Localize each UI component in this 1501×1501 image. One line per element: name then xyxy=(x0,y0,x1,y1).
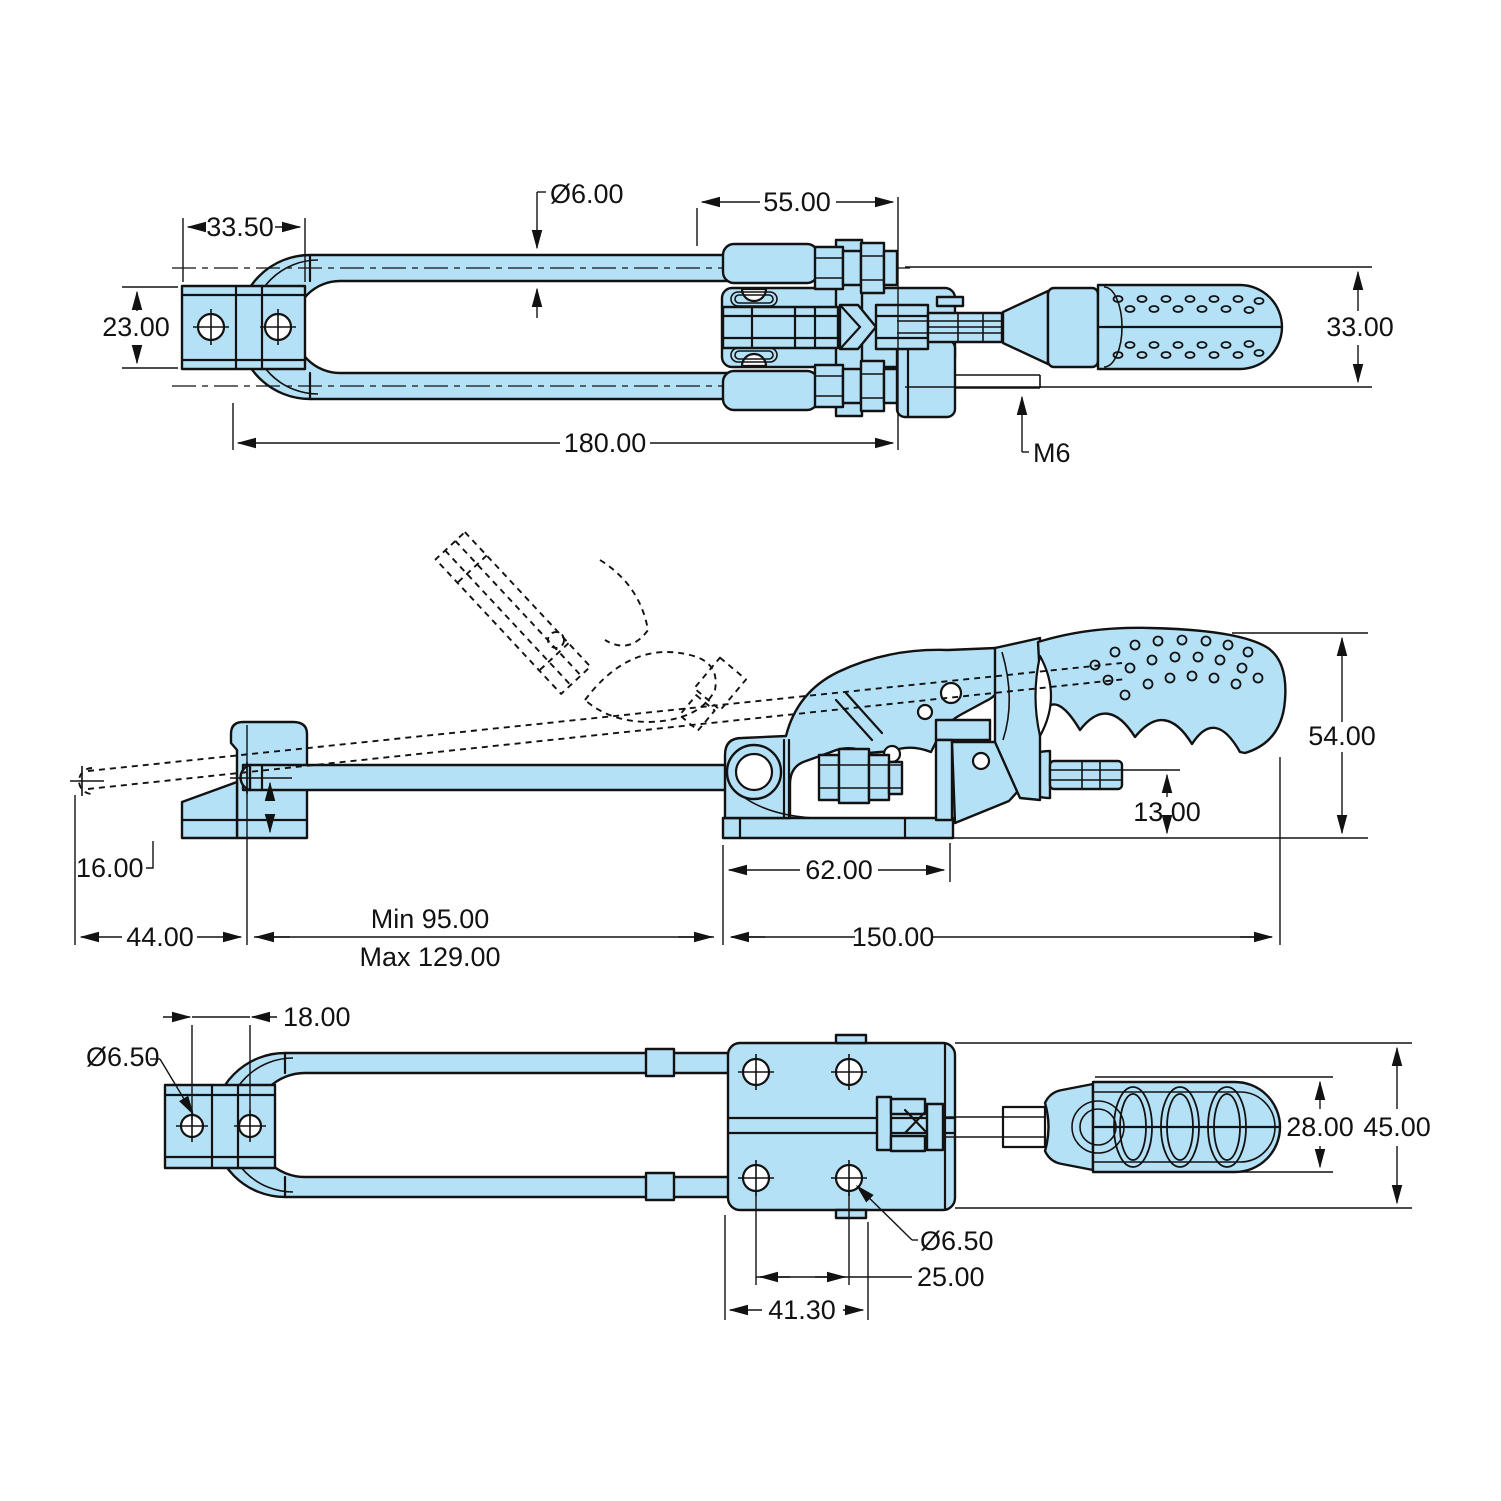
bottom-view-dimensions: 18.00 Ø6.50 28.00 45.00 Ø6.50 25.00 41.3… xyxy=(86,1002,1431,1325)
handle-socket-bottom-view xyxy=(1043,1082,1095,1172)
dim-base-hole-spacing: 25.00 xyxy=(917,1262,985,1292)
rod-centerlines xyxy=(172,267,912,387)
dim-total-length: 180.00 xyxy=(564,428,647,458)
handle-socket-side-view xyxy=(993,636,1042,802)
spindle-nuts-side-view xyxy=(817,747,904,805)
dim-base-width: 45.00 xyxy=(1363,1112,1431,1142)
dim-reach-min: Min 95.00 xyxy=(371,904,490,934)
dim-keeper-offset: 44.00 xyxy=(126,922,194,952)
adjust-spindle-side-view xyxy=(1048,759,1124,791)
hex-nuts-bottom-rod xyxy=(813,359,899,413)
handle-grip-side-view xyxy=(1036,626,1287,755)
handle-socket-top-view xyxy=(1001,289,1050,366)
dim-thread-size: M6 xyxy=(1033,438,1071,468)
dim-rod-diameter: Ø6.00 xyxy=(550,179,624,209)
draw-bar-side-view xyxy=(241,763,732,792)
dim-spindle-height: 13.00 xyxy=(1133,797,1201,827)
dim-hole-dia-left: Ø6.50 xyxy=(86,1042,160,1072)
dim-body-total: 150.00 xyxy=(852,922,935,952)
top-view-dimensions: 33.50 Ø6.00 55.00 23.00 33.00 180.00 M6 xyxy=(102,179,1394,468)
dim-bracket-width: 23.00 xyxy=(102,312,170,342)
latch-catch-side-view xyxy=(934,718,1021,825)
hex-nuts-top-rod xyxy=(813,241,899,295)
grip-dimples-top-view xyxy=(1112,295,1265,359)
linkage-bottom-view xyxy=(875,1095,1047,1153)
dim-base-hole-offset: 41.30 xyxy=(768,1295,836,1325)
phantom-open-position xyxy=(70,531,1127,796)
dim-shackle-offset: 33.50 xyxy=(206,212,274,242)
bottom-view: 18.00 Ø6.50 28.00 45.00 Ø6.50 25.00 41.3… xyxy=(86,1002,1431,1325)
dim-body-length: 55.00 xyxy=(763,187,831,217)
side-view: 54.00 13.00 16.00 44.00 Min 95.00 Max 12… xyxy=(70,531,1376,972)
dim-base-length: 62.00 xyxy=(805,855,873,885)
dim-keeper-height: 16.00 xyxy=(76,853,144,883)
dim-handle-width: 33.00 xyxy=(1326,312,1394,342)
grip-slots-bottom-view xyxy=(1113,1086,1247,1168)
side-view-dimensions: 54.00 13.00 16.00 44.00 Min 95.00 Max 12… xyxy=(74,632,1376,972)
dim-hole-dia-base: Ø6.50 xyxy=(920,1226,994,1256)
dim-reach-max: Max 129.00 xyxy=(359,942,500,972)
dim-overall-height: 54.00 xyxy=(1308,721,1376,751)
top-view: 33.50 Ø6.00 55.00 23.00 33.00 180.00 M6 xyxy=(102,179,1394,468)
grip-dimples-side-view xyxy=(1089,634,1264,701)
dim-handle-thickness: 28.00 xyxy=(1286,1112,1354,1142)
dim-hole-spacing: 18.00 xyxy=(283,1002,351,1032)
base-plate-side-view xyxy=(721,816,955,840)
